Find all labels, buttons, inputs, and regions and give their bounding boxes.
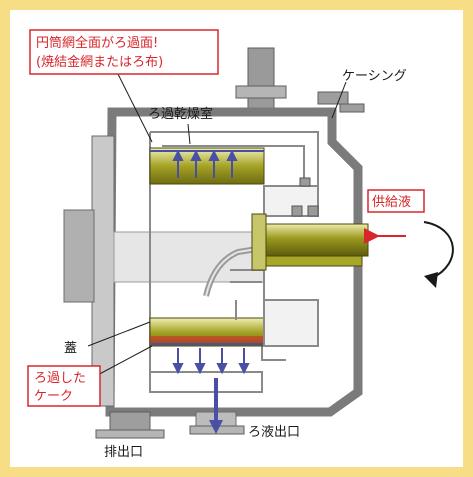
label-casing: ケーシング [342,69,407,84]
label-drying-chamber: ろ過乾燥室 [148,106,213,122]
label-lid: 蓋 [64,341,77,356]
lower-flow-arrows [172,348,250,375]
label-feed-liquid: 供給液 [372,195,411,210]
label-cake-line1: ろ過した [34,371,86,386]
rotation-arrow [423,221,454,288]
label-filter-surface-line1: 円筒網全面がろ過面! [36,35,158,51]
discharge-outlet-pipe [95,411,165,439]
label-cake: ろ過した ケーク [27,365,101,407]
upper-flow-arrows [172,149,238,178]
feed-pipe [203,243,277,297]
label-discharge-outlet: 排出口 [104,445,143,460]
top-flange [235,47,287,111]
label-filter-surface: 円筒網全面がろ過面! (焼結金網またはろ布) [29,29,219,75]
main-shaft [251,213,369,271]
filtrate-down-arrow [209,378,223,434]
lower-filter-screen [149,317,265,375]
flange-bolts [291,177,319,217]
leader-lines [87,61,347,379]
label-cake-line2: ケーク [34,389,73,404]
label-filter-surface-line2: (焼結金網またはろ布) [36,54,163,70]
upper-filter-screen [149,147,265,185]
label-filtrate-outlet: ろ液出口 [248,425,300,440]
label-feed: 供給液 [367,189,425,213]
